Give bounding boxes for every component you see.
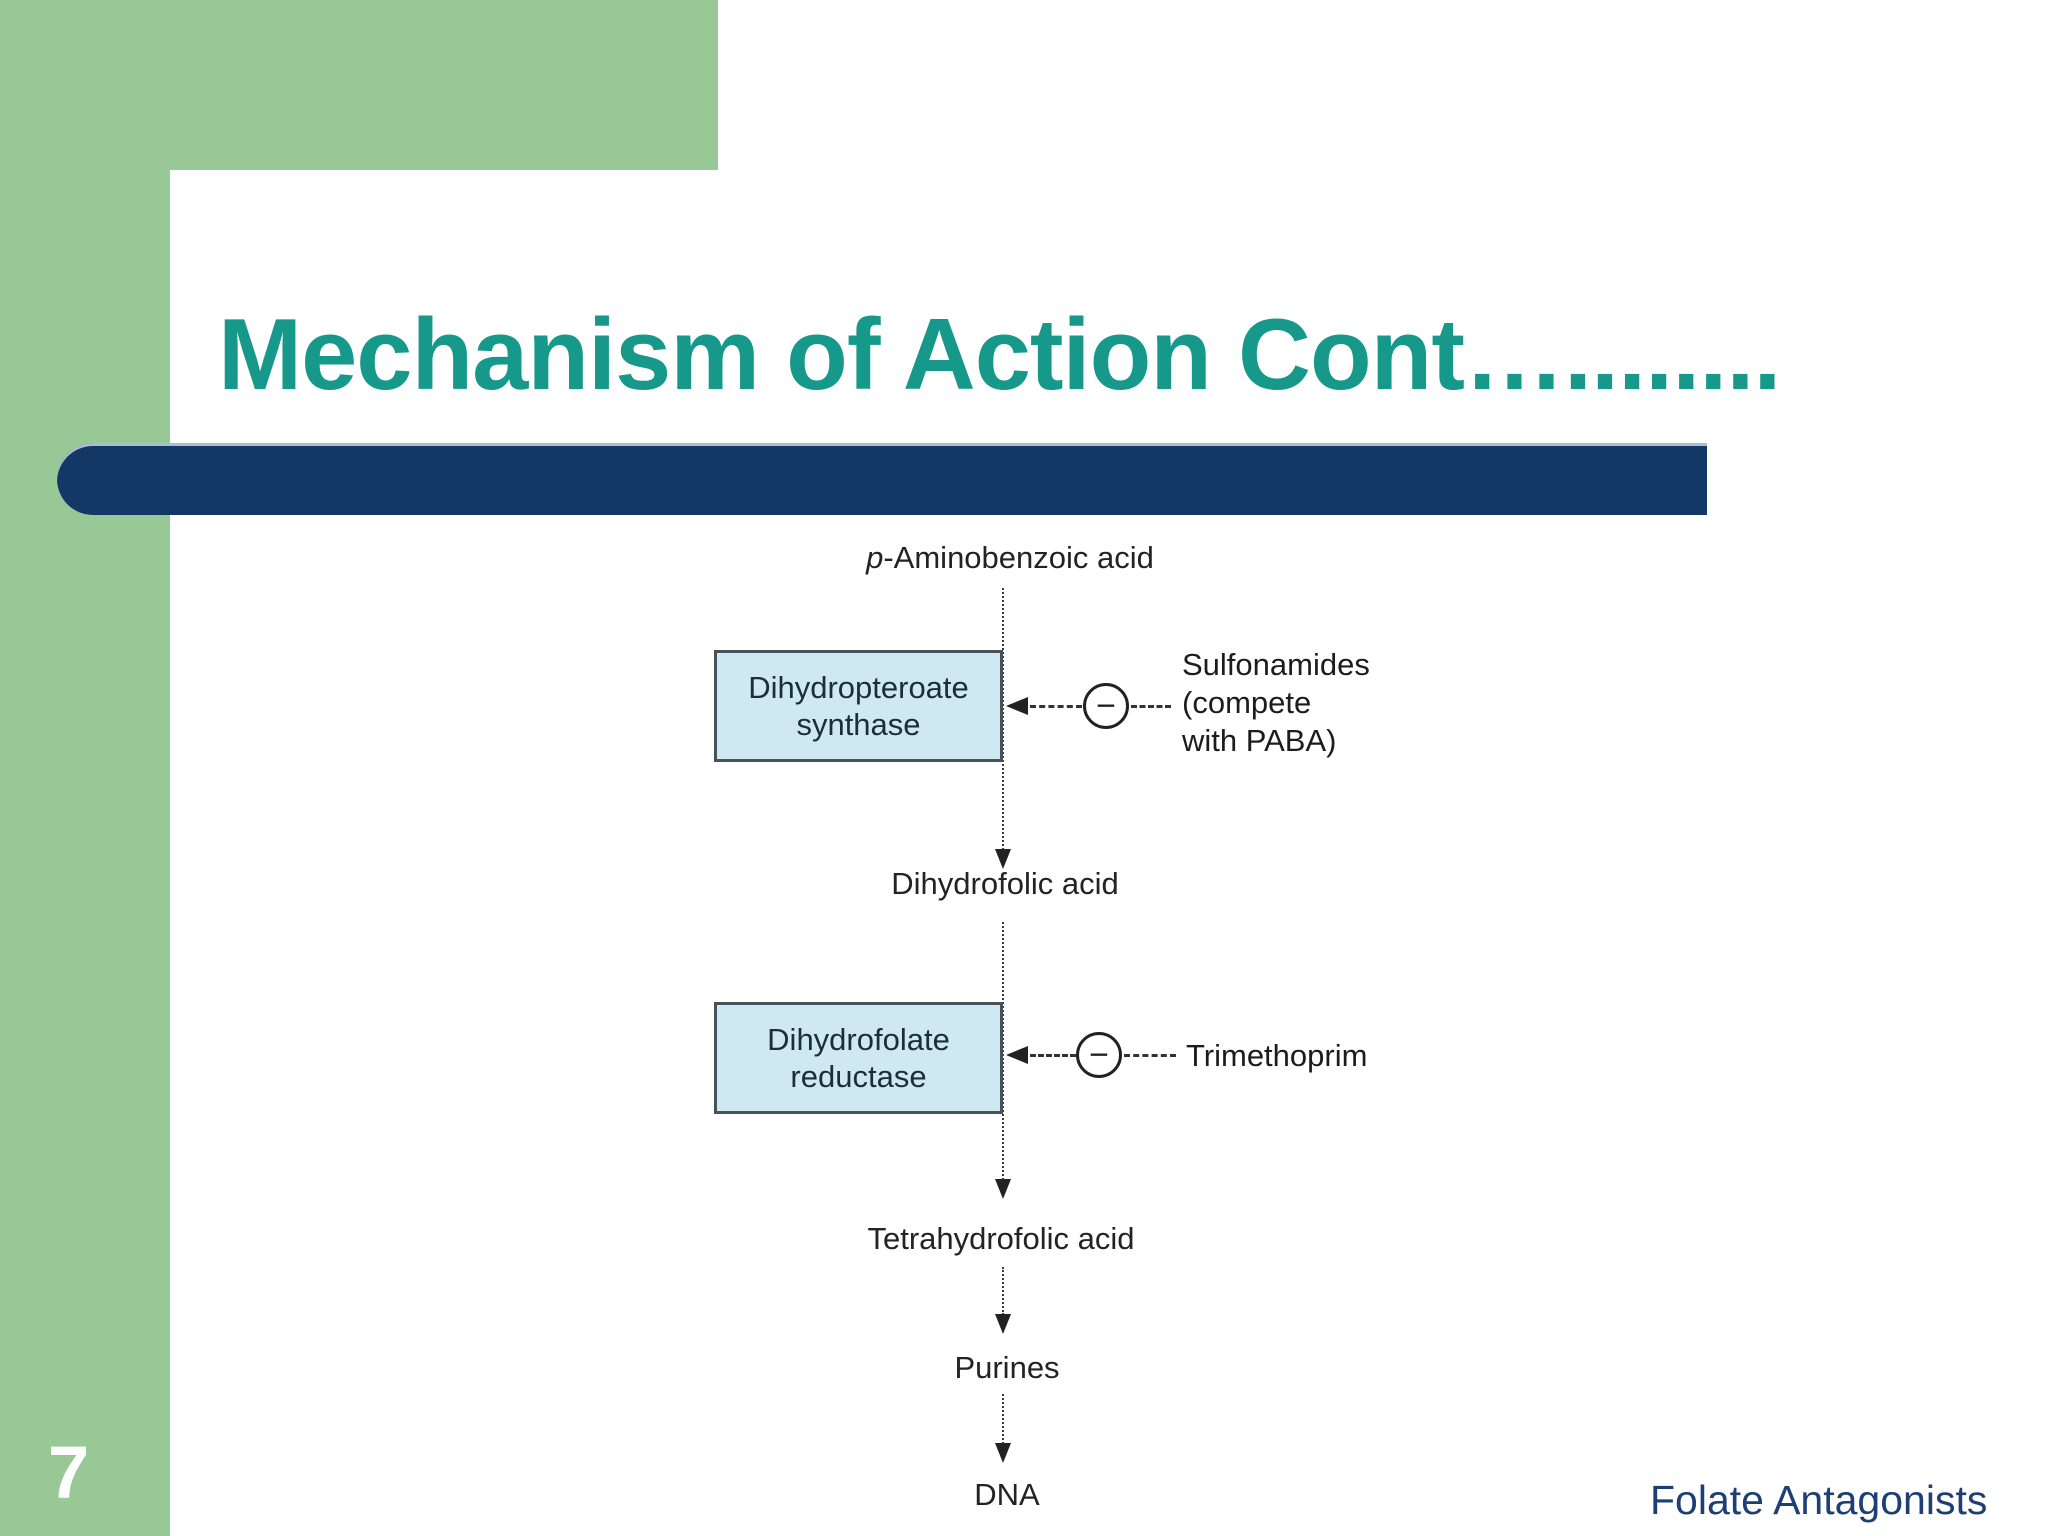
pathway-line-4 xyxy=(1002,1394,1004,1444)
inhibitor-trimethoprim: Trimethoprim xyxy=(1186,1037,1367,1075)
enzyme-box-line: Dihydrofolate xyxy=(767,1022,950,1057)
pathway-line-1 xyxy=(1002,588,1004,850)
slide-title: Mechanism of Action Cont…........ xyxy=(218,299,1781,411)
content-card xyxy=(170,170,2048,1536)
inhibitor-sulfonamides: Sulfonamides (compete with PABA) xyxy=(1182,646,1370,760)
inhibitor-line: with PABA) xyxy=(1182,723,1337,758)
footer-title: Folate Antagonists xyxy=(1650,1477,1988,1523)
title-accent-bar xyxy=(57,443,1707,515)
enzyme-box-dihydrofolate-reductase: Dihydrofolate reductase xyxy=(714,1002,1003,1114)
minus-circle-icon-2: − xyxy=(1076,1032,1122,1078)
node-purines: Purines xyxy=(954,1350,1060,1385)
enzyme-box-line: reductase xyxy=(790,1059,927,1094)
page-number: 7 xyxy=(48,1431,90,1514)
pathway-line-3 xyxy=(1002,1267,1004,1315)
minus-sign: − xyxy=(1089,1036,1109,1074)
node-paba: p-Aminobenzoic acid xyxy=(866,540,1154,575)
inhibit-dash-right-1 xyxy=(1131,705,1171,708)
enzyme-box-line: Dihydropteroate xyxy=(748,670,969,705)
node-dna: DNA xyxy=(974,1477,1040,1512)
top-green-block xyxy=(0,0,718,170)
enzyme-box-line: synthase xyxy=(796,707,921,742)
inhibit-arrow-icon-2 xyxy=(1006,1046,1028,1064)
pathway-line-2 xyxy=(1002,922,1004,1180)
minus-sign: − xyxy=(1096,687,1116,725)
node-tetrahydrofolic-acid: Tetrahydrofolic acid xyxy=(867,1221,1135,1256)
inhibitor-line: Sulfonamides xyxy=(1182,647,1370,682)
inhibitor-line: (compete xyxy=(1182,685,1312,720)
inhibit-dash-right-2 xyxy=(1124,1054,1176,1057)
arrow-down-icon-4 xyxy=(995,1443,1011,1463)
enzyme-box-dihydropteroate-synthase: Dihydropteroate synthase xyxy=(714,650,1003,762)
inhibitor-line: Trimethoprim xyxy=(1186,1038,1368,1073)
inhibit-dash-left-1 xyxy=(1030,705,1082,708)
arrow-down-icon-3 xyxy=(995,1314,1011,1334)
inhibit-arrow-icon-1 xyxy=(1006,697,1028,715)
arrow-down-icon-2 xyxy=(995,1179,1011,1199)
minus-circle-icon-1: − xyxy=(1083,683,1129,729)
node-dihydrofolic-acid: Dihydrofolic acid xyxy=(891,866,1119,901)
arrow-down-icon-1 xyxy=(995,849,1011,869)
inhibit-dash-left-2 xyxy=(1030,1054,1076,1057)
left-green-band xyxy=(0,0,170,1536)
